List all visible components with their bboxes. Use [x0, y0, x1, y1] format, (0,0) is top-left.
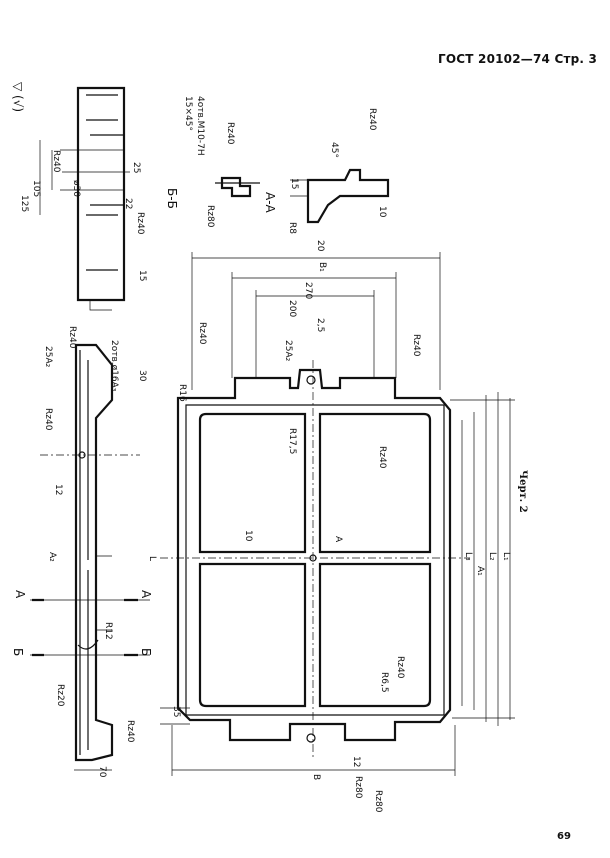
plan-2-5: 2,5 [315, 318, 325, 332]
aa-45: 45° [329, 142, 339, 158]
aa-r8: R8 [287, 222, 297, 234]
side-section-b-2: Б [139, 648, 153, 656]
bb-chamfer: 15×45° [183, 96, 193, 131]
plan-rz40-right: Rz40 [411, 334, 421, 357]
section-aa-label: А-А [263, 192, 277, 214]
top-view: 125 105 ø30 25 22 Rz40 Rz40 15 ▽ (√) [11, 82, 147, 311]
plan-a1: A₁ [475, 566, 485, 576]
plan-a: A [333, 536, 343, 543]
side-rz40-top: Rz40 [67, 326, 77, 349]
section-aa: А-А 15 45° 10 R8 20 Rz40 [263, 108, 390, 252]
side-section-a: А [13, 590, 27, 599]
plan-b1: B₁ [317, 262, 327, 272]
dim-15: 15 [137, 270, 147, 281]
dim-d30: ø30 [71, 180, 81, 197]
aa-dim-20: 20 [315, 240, 325, 252]
side-l: L [147, 556, 157, 561]
plan-rz80-b: Rz80 [373, 790, 383, 813]
plan-rz40-window: Rz40 [377, 446, 387, 469]
aa-dim-10: 10 [377, 206, 387, 218]
plan-view: B₁ 270 200 2,5 25A₂ R16 R17,5 10 R6,5 B … [160, 252, 515, 813]
side-r12: R12 [103, 622, 113, 640]
plan-10: 10 [243, 530, 253, 542]
plan-rz40-low: Rz40 [395, 656, 405, 679]
plan-r16: R16 [177, 384, 187, 402]
side-rz20: Rz20 [55, 684, 65, 707]
side-section-b: Б [11, 648, 25, 656]
plan-b: B [311, 774, 321, 780]
dim-25: 25 [131, 162, 141, 173]
side-section-a-2: А [139, 590, 153, 599]
plan-l1: L₁ [501, 552, 511, 561]
plan-l2: L₂ [487, 552, 497, 561]
section-bb-label: Б-Б [165, 188, 179, 209]
plan-12: 12 [351, 756, 361, 767]
standard-header: ГОСТ 20102—74 Стр. 3 [438, 52, 598, 66]
side-a2: A₂ [47, 552, 57, 562]
bb-holes: 4отв.М10-7Н [195, 96, 205, 156]
aa-dim-15: 15 [289, 178, 299, 189]
plan-200: 200 [287, 300, 297, 317]
rz40-top-2: Rz40 [135, 212, 145, 235]
side-holes: 2отв.ø16А₃ [109, 340, 119, 392]
side-12: 12 [53, 484, 63, 495]
dim-22: 22 [123, 198, 133, 209]
rz40-top: Rz40 [51, 150, 61, 173]
side-70: 70 [97, 766, 107, 778]
plan-270: 270 [303, 282, 313, 299]
surface-symbol: ▽ (√) [11, 82, 25, 112]
side-25a: 25A₂ [43, 346, 53, 368]
side-rz40-bottom: Rz40 [125, 720, 135, 743]
plan-rz80-a: Rz80 [353, 776, 363, 799]
bb-rz40: Rz40 [225, 122, 235, 145]
plan-r6-5: R6,5 [379, 672, 389, 693]
aa-rz40: Rz40 [367, 108, 377, 131]
dim-105: 105 [31, 180, 41, 197]
plan-25a: 25A₂ [283, 340, 293, 362]
side-view: А А Б Б Rz40 25A₂ Rz40 12 A₂ L R12 Rz20 … [11, 326, 157, 778]
plan-rz40-top: Rz40 [197, 322, 207, 345]
page-number: 69 [557, 831, 571, 842]
side-30: 30 [137, 370, 147, 382]
section-bb: Б-Б 15×45° 4отв.М10-7Н Rz40 Rz80 [165, 96, 260, 228]
bb-rz80: Rz80 [205, 205, 215, 228]
plan-r17-5: R17,5 [287, 428, 297, 454]
dim-125: 125 [19, 195, 29, 212]
side-rz40: Rz40 [43, 408, 53, 431]
plan-l3: L₃ [463, 552, 473, 561]
plan-35: 35 [171, 706, 181, 717]
